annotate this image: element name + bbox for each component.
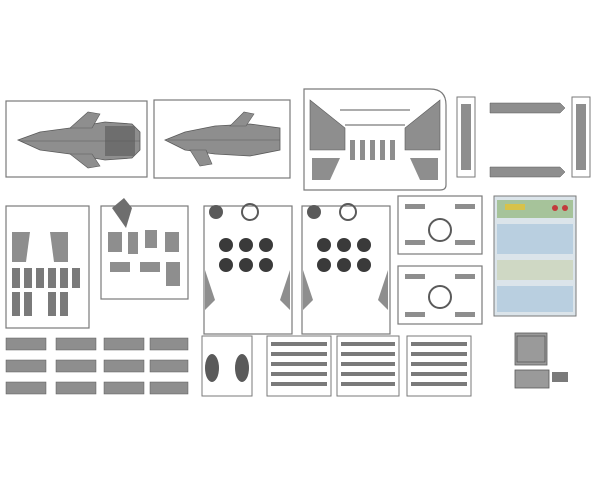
weapons-sprue-a xyxy=(266,335,332,397)
tree-parts-grid xyxy=(5,337,189,395)
decal-sheet xyxy=(493,195,577,317)
pylon-sprue-top xyxy=(397,195,483,255)
clear-parts-sprue xyxy=(201,335,253,397)
canopy-sprue-small xyxy=(456,96,476,178)
fuselage-lower-sprue xyxy=(153,99,291,179)
photo-etch-sheet xyxy=(514,332,568,389)
wheel-sprue-left xyxy=(203,203,293,335)
pylon-sprue-bottom xyxy=(397,265,483,325)
weapons-sprue-b xyxy=(336,335,400,397)
weapons-sprue-c xyxy=(406,335,472,397)
fuselage-upper-sprue xyxy=(5,100,148,178)
canopy-sprue-right xyxy=(571,96,591,178)
wheel-sprue-right xyxy=(301,203,391,335)
wing-sprue xyxy=(303,88,447,191)
long-parts-top xyxy=(489,102,566,178)
small-parts-sprue-a xyxy=(5,205,90,329)
small-parts-sprue-b xyxy=(100,198,189,300)
